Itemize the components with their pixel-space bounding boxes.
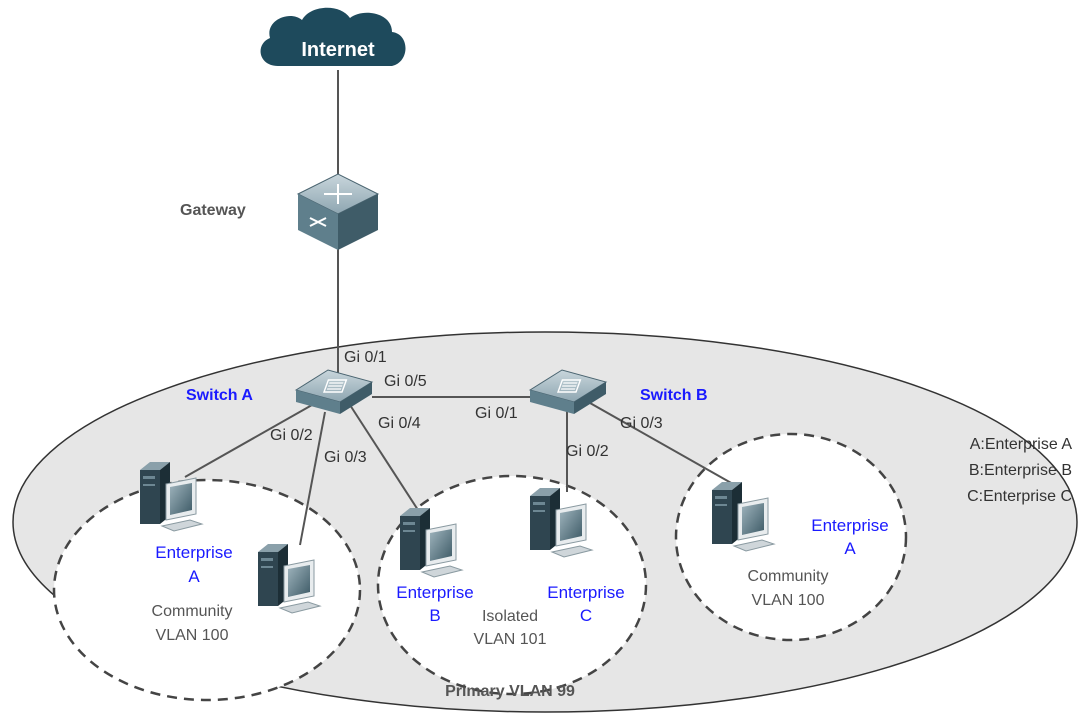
community-vlan-right-area — [674, 432, 908, 642]
port-label: Gi 0/3 — [620, 415, 663, 432]
port-label: Gi 0/2 — [270, 427, 313, 444]
gateway-label: Gateway — [180, 202, 246, 219]
port-label: Gi 0/3 — [324, 449, 367, 466]
host-label-line2: C — [580, 606, 592, 625]
primary-vlan-label: Primary VLAN 99 — [445, 683, 575, 700]
legend-item: C:Enterprise C — [967, 488, 1072, 505]
host-label-line2: A — [844, 539, 856, 558]
port-label: Gi 0/1 — [475, 405, 518, 422]
internet-label: Internet — [301, 39, 375, 61]
host-label-line1: Enterprise — [547, 583, 624, 602]
link-switch-a-lower-pc — [299, 411, 326, 546]
link-switch-b-right-pc — [589, 402, 734, 485]
links — [184, 70, 734, 546]
port-label: Gi 0/4 — [378, 415, 421, 432]
group-vlan-label: VLAN 100 — [156, 627, 229, 644]
host-label-line1: Enterprise — [396, 583, 473, 602]
internet-cloud: Internet — [260, 7, 406, 66]
legend-item: A:Enterprise A — [970, 436, 1073, 453]
legend: A:Enterprise A B:Enterprise B C:Enterpri… — [967, 436, 1072, 505]
host-label-line1: Enterprise — [155, 543, 232, 562]
link-switch-a-ent-b — [349, 404, 419, 511]
community-vlan-left-area — [52, 478, 362, 702]
gateway-router-icon — [296, 173, 380, 250]
group-vlan-label: VLAN 100 — [752, 592, 825, 609]
host-label-line2: B — [429, 606, 440, 625]
port-label: Gi 0/1 — [344, 349, 387, 366]
group-type-label: Community — [748, 568, 829, 585]
legend-item: B:Enterprise B — [969, 462, 1072, 479]
link-switch-a-left-pc — [184, 404, 313, 478]
port-label: Gi 0/2 — [566, 443, 609, 460]
group-vlan-label: VLAN 101 — [474, 631, 547, 648]
switch-a-label: Switch A — [186, 387, 253, 404]
host-label-line1: Enterprise — [811, 516, 888, 535]
group-type-label: Community — [152, 603, 233, 620]
group-type-label: Isolated — [482, 608, 538, 625]
host-label-line2: A — [188, 567, 200, 586]
port-label: Gi 0/5 — [384, 373, 427, 390]
switch-b-label: Switch B — [640, 387, 708, 404]
